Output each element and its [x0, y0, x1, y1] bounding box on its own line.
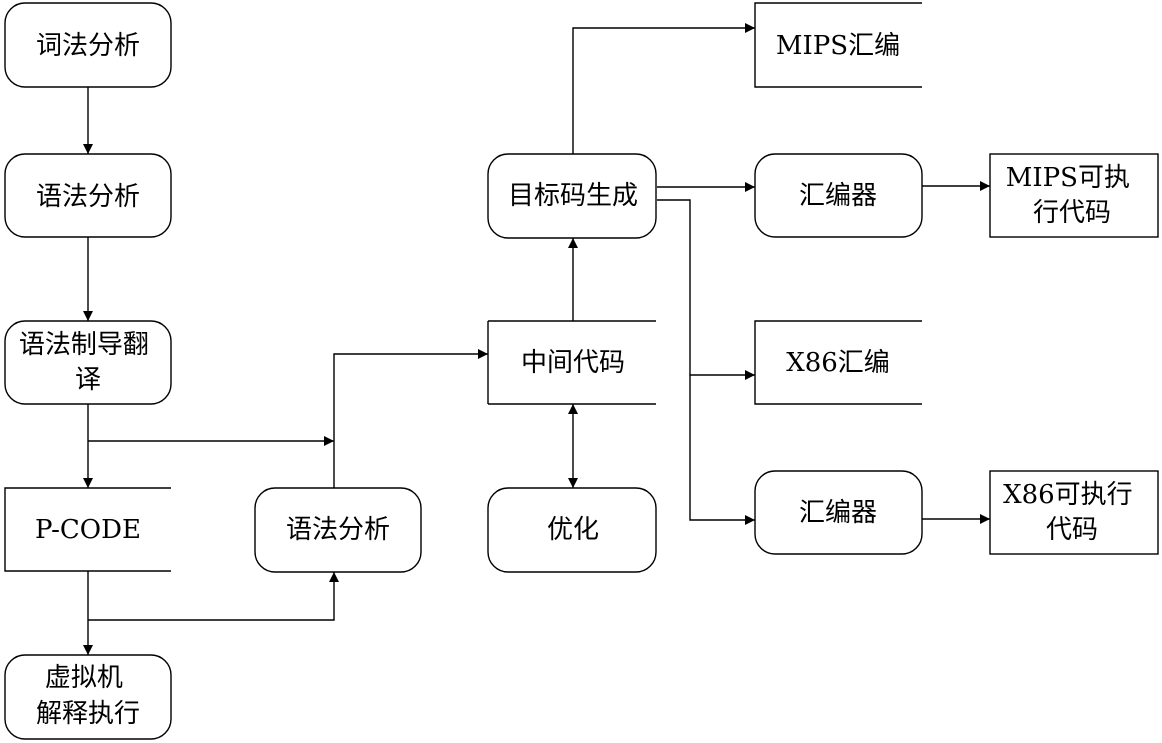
svg-text:MIPS可执 行代码: MIPS可执 行代码 — [1006, 163, 1138, 228]
svg-text:X86可执行 代码: X86可执行 代码 — [1003, 480, 1141, 545]
edges — [83, 23, 990, 655]
svg-text:词法分析: 词法分析 — [36, 31, 140, 61]
svg-text:汇编器: 汇编器 — [799, 181, 877, 211]
node-label-line2: 代码 — [1046, 515, 1098, 545]
edge-codegen-assembler2 — [689, 375, 755, 525]
node-assembler-2: 汇编器 — [754, 470, 923, 555]
node-x86-assembly: X86汇编 — [754, 320, 922, 405]
node-assembler-1: 汇编器 — [754, 153, 923, 238]
node-label-line1: 虚拟机 — [45, 663, 123, 693]
node-label-line2: 译 — [75, 365, 101, 395]
node-target-code-generation: 目标码生成 — [487, 153, 657, 239]
node-mips-executable: MIPS可执 行代码 — [989, 153, 1159, 238]
node-syntax-analysis: 语法分析 — [4, 153, 172, 238]
node-label: X86汇编 — [786, 348, 890, 378]
edge-codegen-mips-asm — [572, 23, 755, 154]
node-syntax-analysis-2: 语法分析 — [254, 487, 422, 573]
svg-text:语法制导翻 译: 语法制导翻 译 — [19, 330, 157, 395]
edge-codegen-x86-asm — [657, 199, 755, 380]
node-label-line1: X86可执行 — [1003, 480, 1133, 510]
svg-text:汇编器: 汇编器 — [799, 498, 877, 528]
node-label-line2: 行代码 — [1033, 198, 1111, 228]
node-label: MIPS汇编 — [776, 31, 900, 61]
node-label: 语法分析 — [36, 182, 140, 212]
svg-text:MIPS汇编: MIPS汇编 — [776, 31, 900, 61]
svg-text:X86汇编: X86汇编 — [786, 348, 890, 378]
svg-text:语法分析: 语法分析 — [36, 182, 140, 212]
node-virtual-machine: 虚拟机 解释执行 — [4, 654, 172, 740]
node-label: 语法分析 — [286, 515, 390, 545]
node-label: 汇编器 — [799, 498, 877, 528]
svg-text:P-CODE: P-CODE — [35, 515, 141, 545]
node-pcode: P-CODE — [4, 487, 171, 572]
node-optimization: 优化 — [487, 487, 657, 573]
svg-text:虚拟机 解释执行: 虚拟机 解释执行 — [36, 663, 140, 729]
node-label-line1: 语法制导翻 — [19, 330, 149, 360]
node-syntax-directed-translation: 语法制导翻 译 — [4, 320, 172, 405]
node-label: P-CODE — [35, 515, 141, 545]
node-label: 词法分析 — [36, 31, 140, 61]
svg-text:优化: 优化 — [547, 515, 599, 545]
nodes: 词法分析 语法分析 语法制导翻 译 P-CODE 虚拟机 — [4, 2, 1159, 740]
edge-pcode-syntax2 — [88, 572, 339, 621]
node-label: 中间代码 — [521, 348, 625, 378]
edge-junction-ir — [333, 349, 488, 441]
node-x86-executable: X86可执行 代码 — [989, 470, 1159, 555]
node-mips-assembly: MIPS汇编 — [754, 2, 922, 88]
node-label-line2: 解释执行 — [36, 699, 140, 729]
svg-text:中间代码: 中间代码 — [521, 348, 625, 378]
node-intermediate-code: 中间代码 — [487, 320, 656, 405]
node-label: 优化 — [547, 515, 599, 545]
node-label-line1: MIPS可执 — [1006, 163, 1130, 193]
node-label: 汇编器 — [799, 181, 877, 211]
svg-text:语法分析: 语法分析 — [286, 515, 390, 545]
node-label: 目标码生成 — [508, 181, 638, 211]
svg-text:目标码生成: 目标码生成 — [508, 181, 638, 211]
node-lexical-analysis: 词法分析 — [4, 2, 172, 88]
